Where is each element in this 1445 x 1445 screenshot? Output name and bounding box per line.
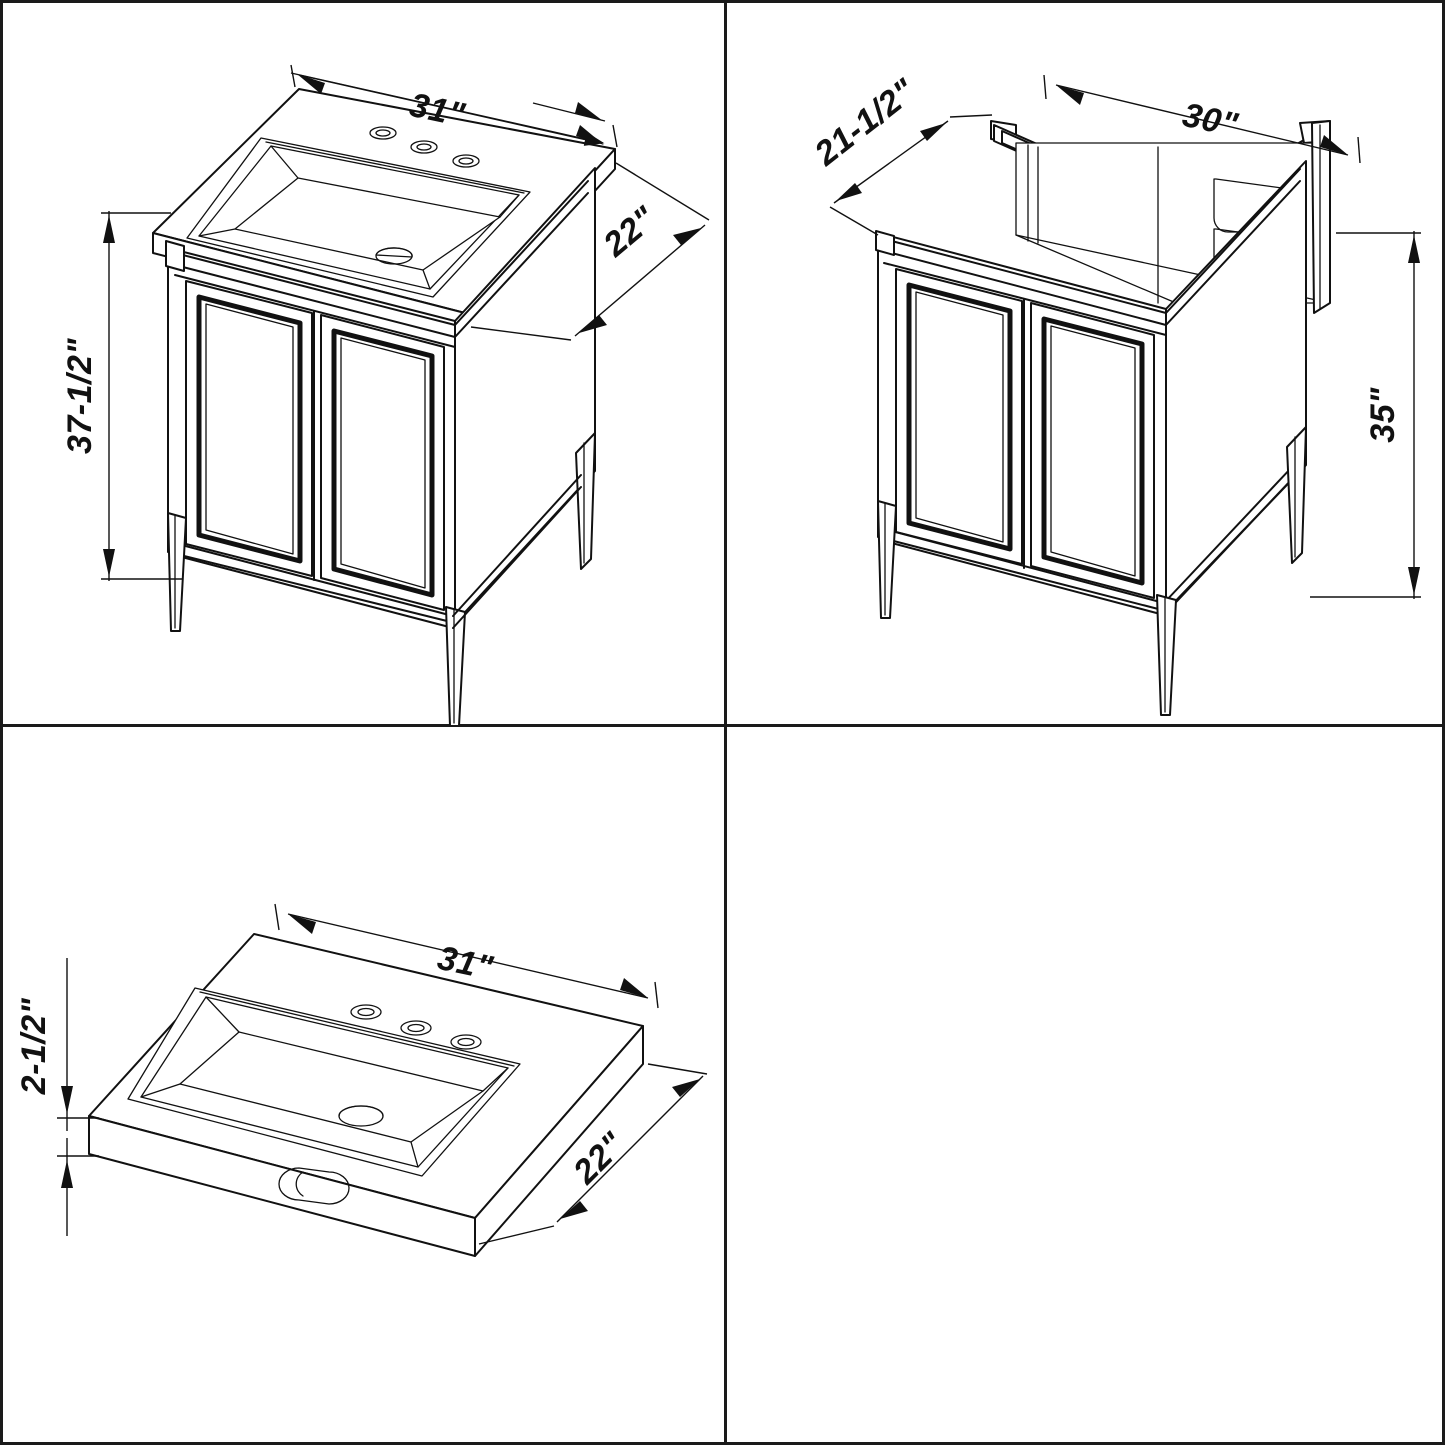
sink-drain-icon xyxy=(375,247,413,265)
panel-empty xyxy=(726,726,1442,1442)
dimension-width-31 xyxy=(274,903,659,1009)
dimension-width-31 xyxy=(290,64,618,148)
cabinet-door-right[interactable] xyxy=(1030,302,1155,599)
dimension-depth-22 xyxy=(478,1063,708,1245)
label-height-35: 35" xyxy=(1364,387,1402,443)
label-thickness-2-half: 2-1/2" xyxy=(15,997,53,1095)
dimension-thickness-2-half xyxy=(57,958,99,1236)
cabinet-legs xyxy=(875,120,1331,716)
cabinet-door-left[interactable] xyxy=(185,280,313,577)
dimension-width-30 xyxy=(1043,74,1361,164)
faucet-holes xyxy=(369,126,480,168)
label-height-37-half: 37-1/2" xyxy=(61,338,99,454)
sink-basin xyxy=(127,987,521,1177)
dimension-height-35 xyxy=(1310,231,1421,599)
panel-vanity-with-top: 31" 22" xyxy=(3,3,725,725)
panel-countertop-sink: 31" 22" 2-1/2" xyxy=(3,726,725,1442)
panel-divider-horizontal xyxy=(3,724,1442,727)
sink-basin xyxy=(186,137,531,298)
overflow-fitting xyxy=(278,1167,350,1205)
panel-divider-vertical xyxy=(724,3,727,1442)
sink-drain-icon xyxy=(338,1105,384,1127)
cabinet-legs xyxy=(165,240,596,725)
panel-vanity-cabinet-only: 30" 21-1/2" 35" xyxy=(726,3,1442,725)
dimension-height-37-half xyxy=(101,211,183,581)
label-depth-22: 22" xyxy=(596,199,664,265)
label-depth-21-half: 21-1/2" xyxy=(807,71,923,173)
cabinet-door-right[interactable] xyxy=(320,314,445,611)
cabinet-door-left[interactable] xyxy=(895,268,1023,565)
faucet-holes xyxy=(350,1004,482,1050)
label-width-30: 30" xyxy=(1179,96,1241,145)
